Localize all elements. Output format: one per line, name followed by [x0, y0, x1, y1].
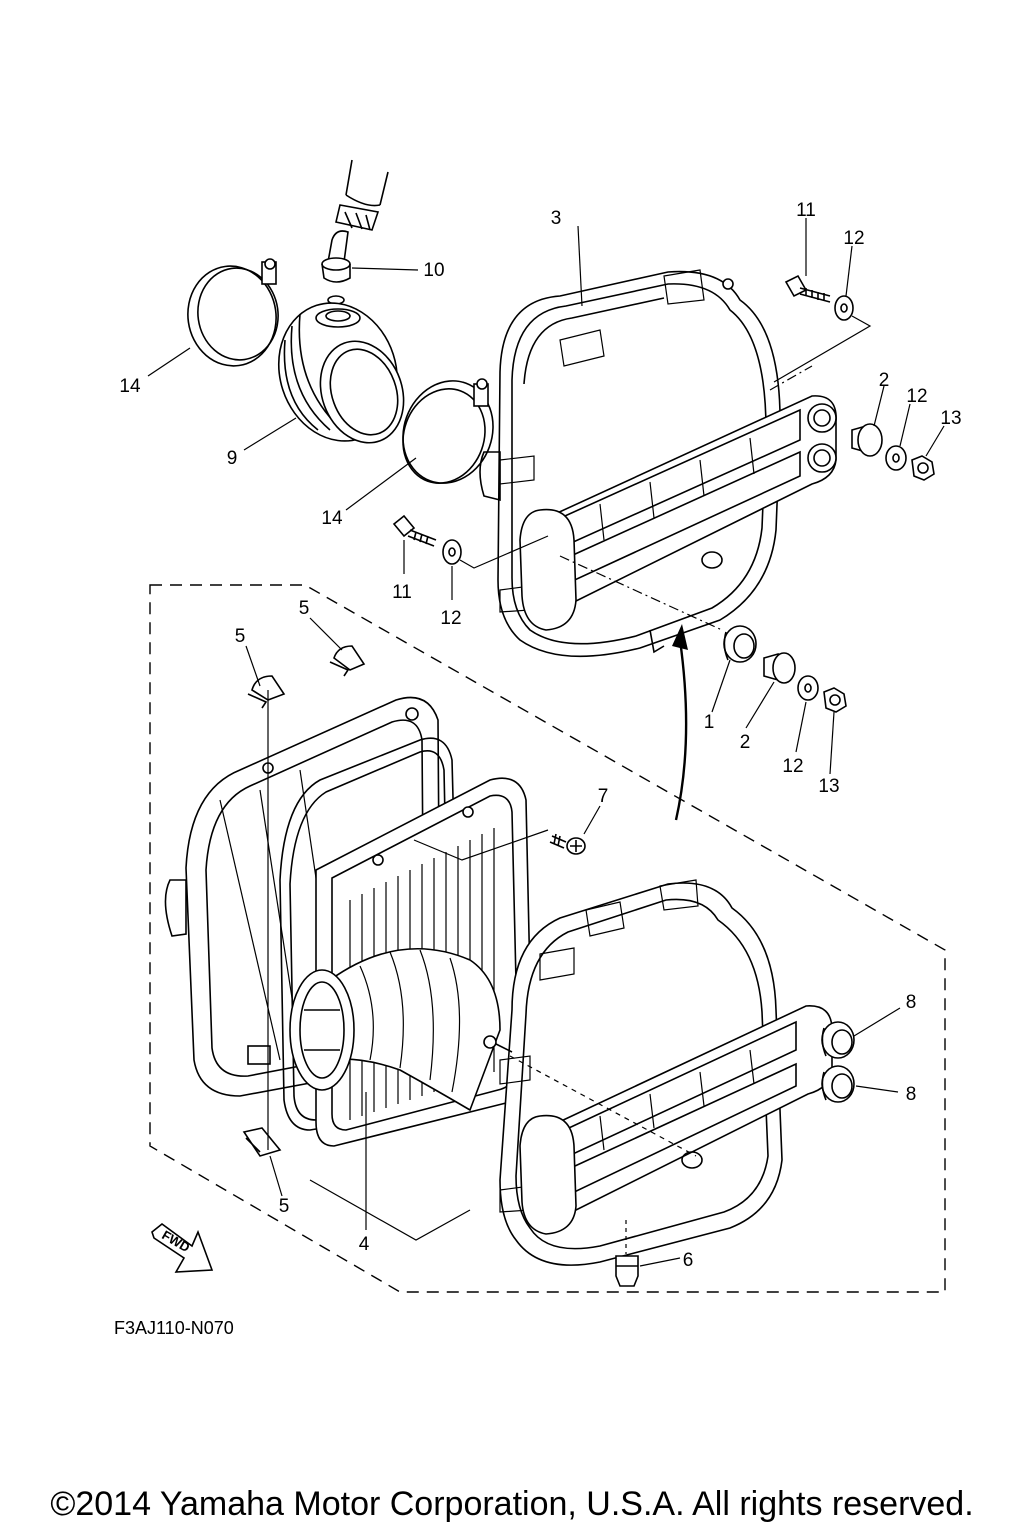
part-13-nut-upper	[911, 455, 935, 481]
breather-hose	[335, 159, 389, 231]
exploded-view-boundary	[149, 584, 946, 1293]
callout-12-left: 12	[440, 608, 461, 629]
part-12-washer-right	[885, 445, 907, 471]
part-13-nut-lower	[823, 687, 847, 713]
part-14-hose-clamp-upper	[187, 258, 279, 367]
filter-case-gasket	[279, 737, 461, 1131]
part-8-grommet-upper	[821, 1021, 855, 1059]
leader-lines	[147, 218, 945, 1267]
callout-8-lower: 8	[906, 1084, 917, 1105]
callout-12-right: 12	[906, 386, 927, 407]
callout-5-a: 5	[235, 626, 246, 647]
callout-numbers: 1 2 2 3 4 5 5 5 6 7 8 8 9 10 11 11 12 12…	[119, 200, 961, 1271]
callout-8-upper: 8	[906, 992, 917, 1013]
part-3-air-filter-case	[479, 269, 837, 658]
callout-1: 1	[704, 712, 715, 733]
callout-4: 4	[359, 1234, 370, 1255]
air-filter-case-body	[483, 879, 833, 1266]
callout-5-c: 5	[279, 1196, 290, 1217]
callout-5-b: 5	[299, 598, 310, 619]
callout-2-lower: 2	[740, 732, 751, 753]
copyright-notice: ©2014 Yamaha Motor Corporation, U.S.A. A…	[50, 1485, 974, 1523]
part-10-hose-fitting	[321, 230, 351, 305]
callout-2-upper: 2	[879, 370, 890, 391]
dashdot-lower	[559, 555, 723, 631]
intake-duct	[289, 947, 501, 1112]
part-5-clip-a	[247, 675, 286, 709]
part-9-intake-joint	[277, 302, 405, 444]
part-11-bolt-upper	[784, 274, 831, 303]
callout-10: 10	[423, 260, 444, 281]
callout-14-upper: 14	[119, 376, 141, 397]
leader-bracket-7	[413, 829, 549, 861]
part-5-clip-c	[242, 1127, 282, 1157]
callout-6: 6	[683, 1250, 694, 1271]
assembly-arrow-head	[672, 624, 688, 650]
leader-bracket-upper	[773, 315, 872, 383]
part-12-washer-bottom	[797, 675, 819, 701]
callout-12-bottom: 12	[782, 756, 803, 777]
callout-7: 7	[598, 786, 609, 807]
part-14-hose-clamp-lower	[402, 378, 494, 484]
part-8-grommet-lower	[821, 1065, 855, 1103]
part-11-bolt-lower	[392, 514, 437, 547]
callout-9: 9	[227, 448, 238, 469]
callout-11-lower: 11	[392, 582, 412, 603]
part-2-collar-upper	[851, 423, 883, 457]
dashdot-upper	[769, 365, 813, 391]
leader-bracket-lower	[459, 535, 549, 569]
part-1-grommet	[723, 625, 757, 663]
part-5-clip-b	[329, 645, 366, 677]
callout-13-lower: 13	[818, 776, 839, 797]
callout-14-lower: 14	[321, 508, 343, 529]
part-6-drain-plug	[615, 1255, 639, 1287]
callout-12-top: 12	[843, 228, 864, 249]
part-12-washer-upper	[834, 295, 854, 321]
part-7-screw	[549, 833, 586, 855]
callout-11-upper: 11	[796, 200, 816, 221]
diagram-code: F3AJ110-N070	[114, 1318, 234, 1338]
part-12-washer-lower	[442, 539, 462, 565]
assembly-arrow	[674, 639, 688, 821]
callout-3: 3	[551, 208, 562, 229]
callout-13-upper: 13	[940, 408, 961, 429]
fwd-direction-arrow: FWD	[151, 1222, 214, 1273]
part-2-collar-lower	[763, 652, 796, 684]
